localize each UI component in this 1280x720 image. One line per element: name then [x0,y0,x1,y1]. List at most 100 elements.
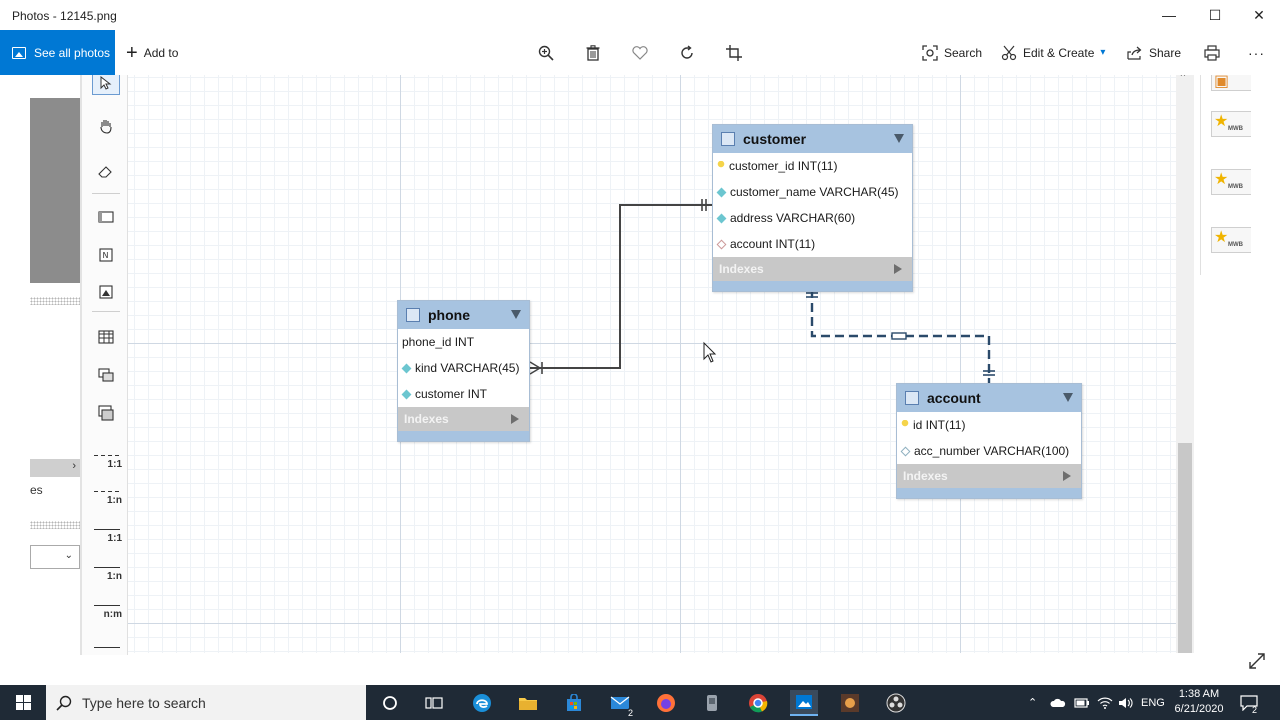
add-to-button[interactable]: + Add to [126,30,178,75]
indexes-section[interactable]: Indexes [713,257,912,281]
eraser-tool-icon[interactable] [92,160,120,184]
window-title: Photos - 12145.png [12,9,117,23]
search-button[interactable]: Search [922,30,982,75]
collapse-arrow-icon[interactable] [511,310,521,319]
fullscreen-button[interactable] [1247,651,1267,671]
layer-tool-icon[interactable] [92,205,120,229]
relation-1-1-identifying-tool[interactable]: 1:1 [92,523,122,555]
add-to-label: Add to [143,45,179,60]
note-tool-icon[interactable]: N [92,243,120,267]
file-explorer-icon[interactable] [515,690,541,716]
tool-palette: N 1:1 1:n 1:1 1:n [82,75,128,655]
table-column[interactable]: kind VARCHAR(45) [398,355,529,381]
table-column[interactable]: account INT(11) [713,231,912,257]
table-header[interactable]: customer [713,125,912,153]
model-file-item[interactable]: ★MWB [1211,169,1251,195]
collapse-arrow-icon[interactable] [1063,393,1073,402]
print-icon[interactable] [1201,42,1223,64]
mwb-label: MWB [1228,242,1243,248]
table-column[interactable]: customer_name VARCHAR(45) [713,179,912,205]
see-all-photos-button[interactable]: See all photos [0,30,115,75]
edit-scissors-icon [1001,45,1017,60]
er-table-phone[interactable]: phone phone_id INT kind VARCHAR(45) cust… [397,300,530,442]
er-table-customer[interactable]: customer customer_id INT(11) customer_na… [712,124,913,292]
indexes-section[interactable]: Indexes [897,464,1081,488]
model-file-item[interactable]: ★MWB [1211,227,1251,253]
more-options-button[interactable]: ··· [1248,30,1265,75]
rotate-icon[interactable] [676,42,698,64]
canvas-vertical-scrollbar[interactable]: × [1176,75,1194,653]
taskbar-clock[interactable]: 1:38 AM 6/21/2020 [1168,687,1230,717]
collapse-arrow-icon[interactable] [894,134,904,143]
task-view-icon[interactable] [421,690,447,716]
onedrive-icon[interactable] [1050,685,1066,720]
photos-toolbar: See all photos + Add to Search Edit & Cr… [0,30,1280,75]
show-hidden-icons[interactable]: ⌃ [1028,685,1037,720]
taskbar-search-box[interactable]: Type here to search [46,685,366,720]
scrollbar-thumb[interactable] [1178,443,1192,653]
table-header[interactable]: account [897,384,1081,412]
store-icon[interactable] [561,690,587,716]
battery-icon[interactable] [1074,685,1090,720]
view-tool-icon[interactable] [92,363,120,387]
er-table-account[interactable]: account id INT(11) acc_number VARCHAR(10… [896,383,1082,499]
splitter-dots [30,297,80,305]
column-label: acc_number VARCHAR(100) [914,444,1070,458]
chrome-icon[interactable] [745,690,771,716]
firefox-icon[interactable] [653,690,679,716]
relation-1-n-tool[interactable]: 1:n [92,485,122,517]
wifi-icon[interactable] [1097,685,1113,720]
share-button[interactable]: Share [1127,30,1181,75]
table-header[interactable]: phone [398,301,529,329]
language-indicator[interactable]: ENG [1141,685,1165,720]
workbench-app-icon[interactable] [837,690,863,716]
table-column[interactable]: address VARCHAR(60) [713,205,912,231]
obs-icon[interactable] [883,690,909,716]
minimize-icon: — [1162,7,1176,23]
edge-browser-icon[interactable] [469,690,495,716]
photo-viewport: › es ⌄ N [0,75,1280,685]
table-column[interactable]: customer INT [398,381,529,407]
relation-n-m-tool[interactable]: n:m [92,599,122,631]
eer-diagram-canvas[interactable]: customer customer_id INT(11) customer_na… [128,75,1176,653]
table-tool-icon[interactable] [92,325,120,349]
minimize-button[interactable]: — [1146,0,1192,30]
routine-group-tool-icon[interactable] [92,401,120,425]
hand-tool-icon[interactable] [92,114,120,138]
image-tool-icon[interactable] [92,280,120,304]
maximize-button[interactable]: ☐ [1192,0,1238,30]
model-file-item[interactable]: ★MWB [1211,111,1251,137]
table-column[interactable]: phone_id INT [398,329,529,355]
photos-app-icon[interactable] [790,690,818,716]
relation-1-1-tool[interactable]: 1:1 [92,449,122,481]
table-column[interactable]: id INT(11) [897,412,1081,438]
action-center-button[interactable]: 2 [1240,685,1258,720]
notification-count: 2 [1252,705,1258,715]
delete-icon[interactable] [582,42,604,64]
table-column[interactable]: customer_id INT(11) [713,153,912,179]
edit-create-button[interactable]: Edit & Create ▾ [1001,30,1105,75]
cortana-icon[interactable] [377,690,403,716]
close-button[interactable]: ✕ [1236,0,1280,30]
mail-icon[interactable]: 2 [607,690,635,718]
favorite-heart-icon[interactable] [629,42,651,64]
zoom-icon[interactable] [535,42,557,64]
share-label: Share [1149,45,1182,60]
relation-1-n-identifying-tool[interactable]: 1:n [92,561,122,593]
star-icon: ★ [1214,113,1229,130]
app-icon[interactable] [699,690,725,716]
crop-icon[interactable] [723,42,745,64]
relation-line-icon [94,567,120,568]
pointer-tool-icon[interactable] [92,75,120,95]
indexes-label: Indexes [903,469,948,483]
table-column[interactable]: acc_number VARCHAR(100) [897,438,1081,464]
start-button[interactable] [0,685,46,720]
model-file-item[interactable]: ▣ [1211,75,1251,91]
volume-icon[interactable] [1118,685,1134,720]
relation-tool-partial[interactable] [92,641,122,653]
expand-icon [1249,653,1265,669]
indexes-section[interactable]: Indexes [398,407,529,431]
close-icon[interactable]: × [1180,75,1186,80]
side-panel-dropdown[interactable]: ⌄ [30,545,80,569]
workbench-side-panel [30,98,80,283]
